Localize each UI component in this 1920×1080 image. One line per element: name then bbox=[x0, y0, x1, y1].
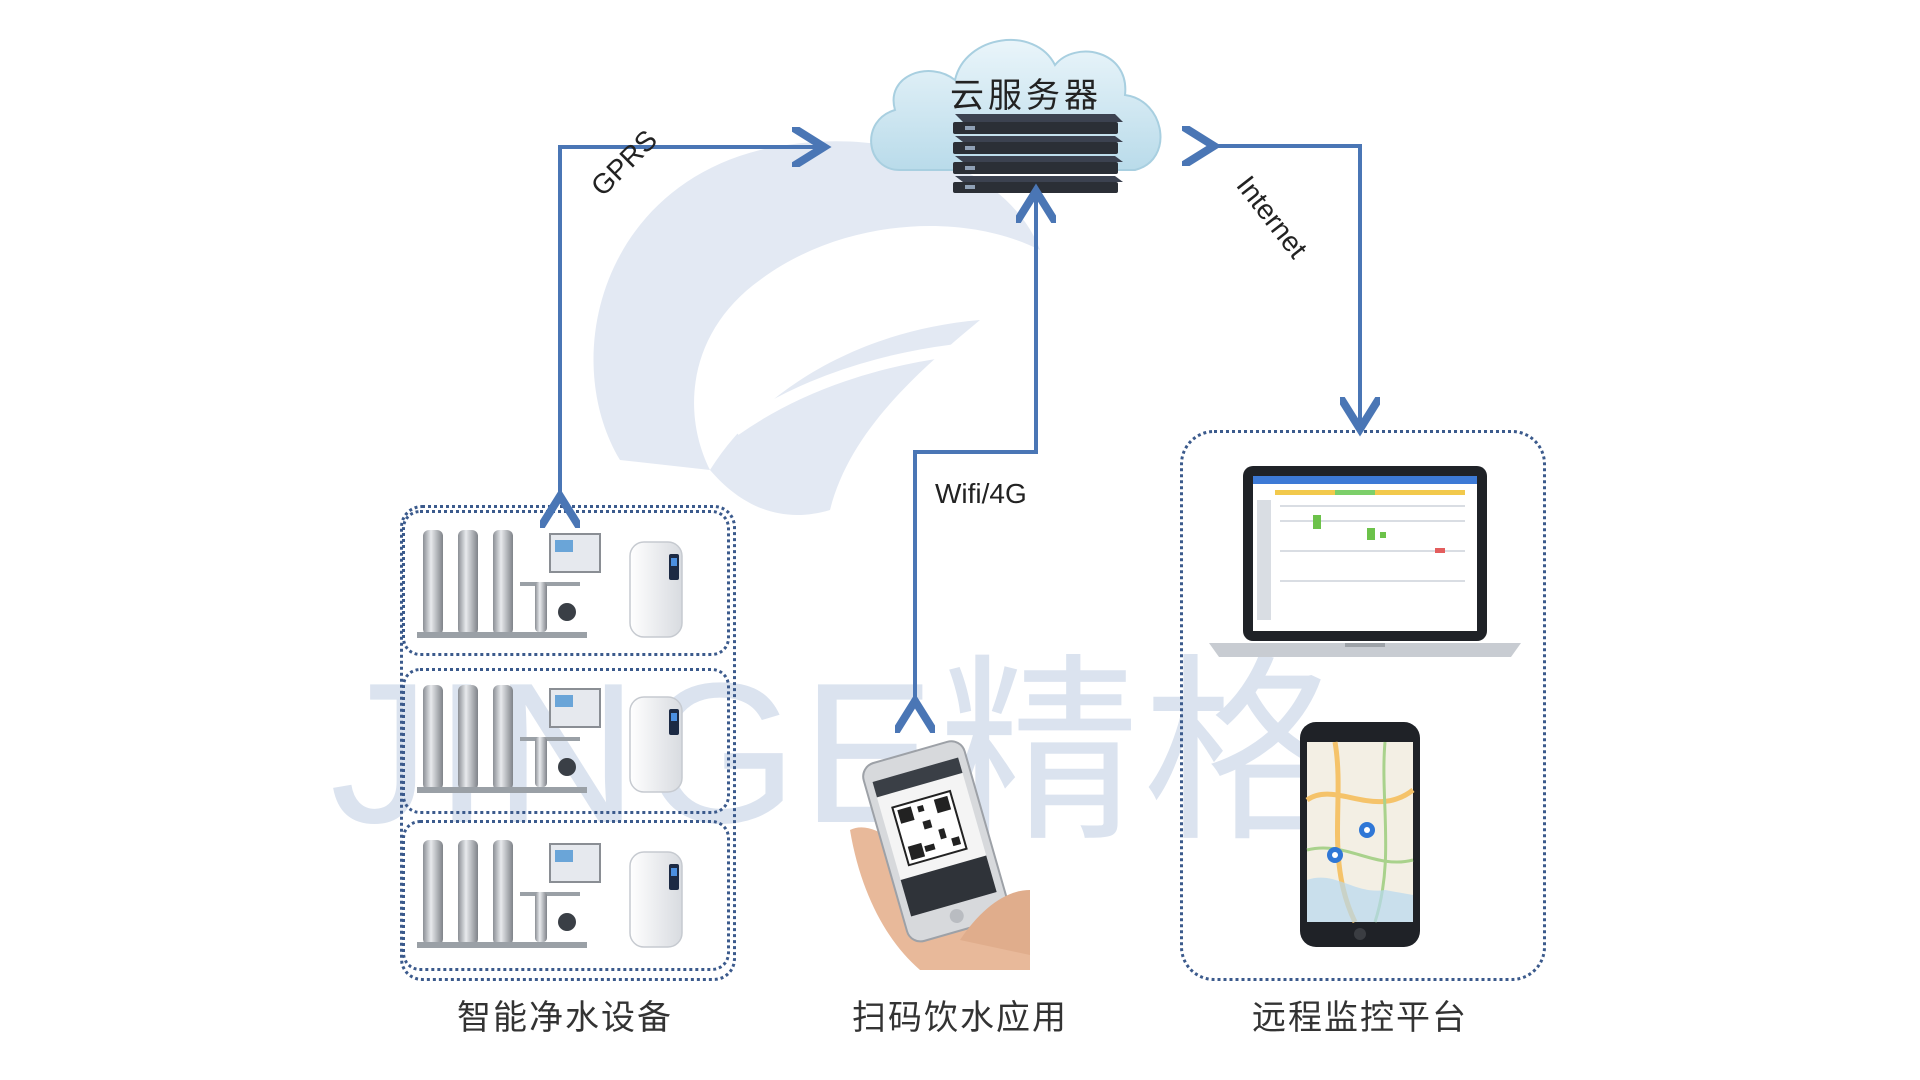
internet-arrow bbox=[1210, 146, 1360, 425]
platform-caption: 远程监控平台 bbox=[1252, 998, 1468, 1038]
cloud-label: 云服务器 bbox=[950, 76, 1102, 116]
wifi-label: Wifi/4G bbox=[935, 478, 1027, 509]
devices-illustration bbox=[416, 529, 683, 949]
laptop-icon bbox=[1209, 466, 1521, 657]
wifi-arrow bbox=[915, 195, 1036, 705]
app-caption: 扫码饮水应用 bbox=[852, 998, 1068, 1038]
phone-qr-icon bbox=[850, 740, 1030, 970]
devices-row-2 bbox=[402, 668, 730, 814]
smartphone-map-icon bbox=[1300, 722, 1420, 947]
devices-row-3 bbox=[402, 820, 730, 971]
gprs-arrow bbox=[560, 147, 820, 500]
devices-caption: 智能净水设备 bbox=[457, 998, 673, 1038]
